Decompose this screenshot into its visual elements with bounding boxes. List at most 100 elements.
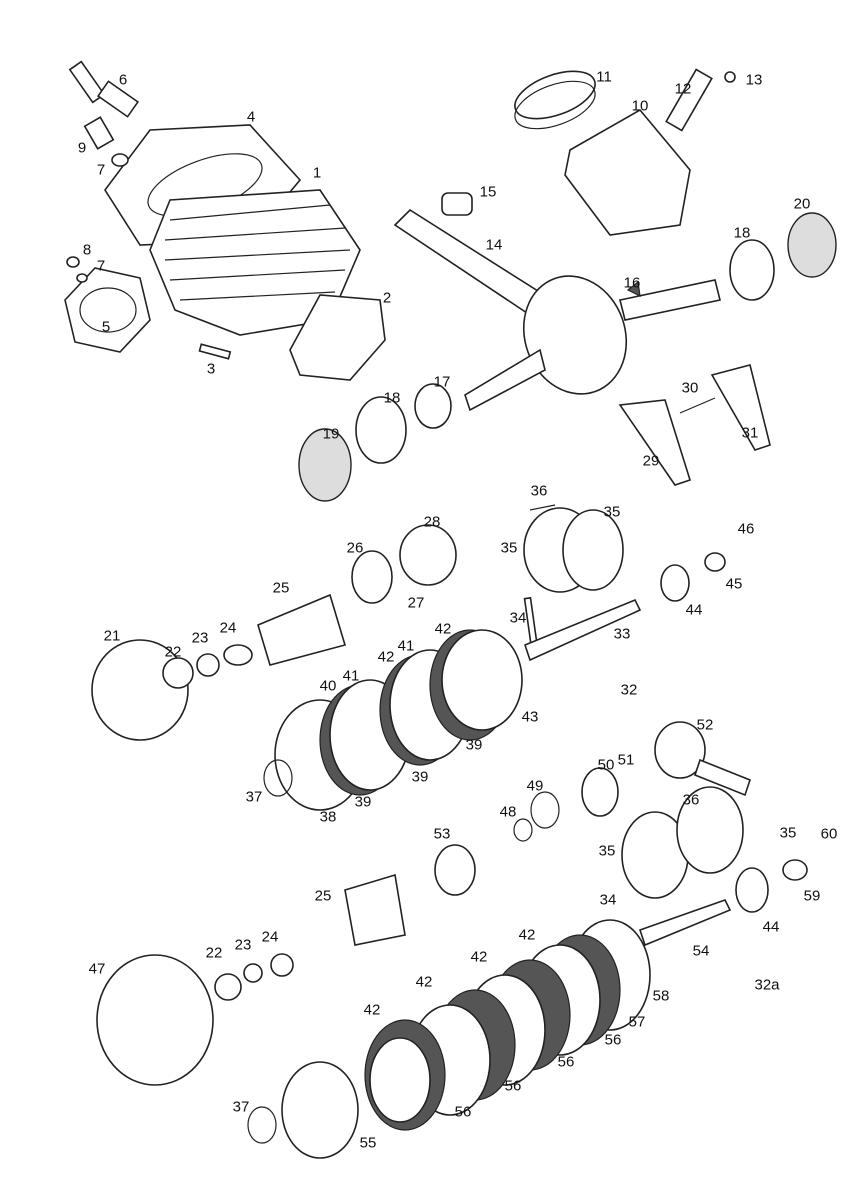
part-label: 56 [454, 1103, 472, 1121]
piston-pin [665, 68, 713, 132]
part-label: 1 [312, 164, 322, 182]
part-label: 37 [245, 788, 263, 806]
part-label: 42 [518, 926, 536, 944]
part-label: 43 [521, 708, 539, 726]
part-label: 36 [530, 482, 548, 500]
part-label: 58 [652, 987, 670, 1005]
part-label: 12 [674, 80, 692, 98]
part-label: 7 [96, 161, 106, 179]
part-label: 14 [485, 236, 503, 254]
part-label: 28 [423, 513, 441, 531]
bearing [729, 239, 775, 301]
part-label: 57 [628, 1013, 646, 1031]
part-label: 18 [383, 389, 401, 407]
part-label: 45 [725, 575, 743, 593]
part-label: 25 [314, 887, 332, 905]
part-label: 24 [219, 619, 237, 637]
part-label: 39 [354, 793, 372, 811]
part-label: 44 [685, 601, 703, 619]
part-label: 18 [733, 224, 751, 242]
part-label: 22 [205, 944, 223, 962]
part-label: 7 [96, 257, 106, 275]
part-label: 23 [191, 629, 209, 647]
primary-gear [344, 873, 406, 946]
washer [111, 153, 129, 167]
part-label: 37 [232, 1098, 250, 1116]
circlip [724, 71, 736, 83]
part-label: 30 [681, 379, 699, 397]
bearing [355, 396, 407, 464]
part-label: 33 [613, 625, 631, 643]
part-label: 44 [762, 918, 780, 936]
part-label: 42 [415, 973, 433, 991]
part-label: 23 [234, 936, 252, 954]
part-label: 4 [246, 108, 256, 126]
clutch-hub [281, 1061, 359, 1159]
part-label: 36 [682, 791, 700, 809]
part-label: 48 [499, 803, 517, 821]
stud [198, 343, 232, 360]
part-label: 40 [319, 677, 337, 695]
part-label: 42 [470, 948, 488, 966]
part-label: 41 [342, 667, 360, 685]
selector-lever [618, 399, 691, 486]
part-label: 53 [433, 825, 451, 843]
part-label: 10 [631, 97, 649, 115]
shim-washer [414, 383, 452, 429]
part-label: 25 [272, 579, 290, 597]
part-label: 34 [599, 891, 617, 909]
needle-bearing [441, 192, 473, 216]
part-label: 56 [557, 1053, 575, 1071]
part-label: 39 [465, 736, 483, 754]
part-label: 27 [407, 594, 425, 612]
part-label: 55 [359, 1134, 377, 1152]
part-label: 32a [754, 976, 780, 994]
clutch-housing [91, 639, 189, 741]
part-label: 52 [696, 716, 714, 734]
selector-lever [710, 364, 771, 451]
part-label: 9 [77, 139, 87, 157]
piston [564, 108, 691, 236]
part-label: 15 [479, 183, 497, 201]
part-label: 46 [737, 520, 755, 538]
pushrod [524, 598, 642, 662]
part-label: 5 [101, 318, 111, 336]
part-label: 8 [82, 241, 92, 259]
part-label: 51 [617, 751, 635, 769]
cylinder [149, 189, 361, 336]
part-label: 60 [820, 825, 838, 843]
primary-gear [257, 593, 347, 666]
part-label: 47 [88, 960, 106, 978]
clutch-housing [96, 954, 214, 1086]
part-label: 50 [597, 756, 615, 774]
part-label: 29 [642, 452, 660, 470]
part-label: 35 [779, 824, 797, 842]
part-label: 19 [322, 425, 340, 443]
oil-seal [787, 212, 837, 278]
part-label: 26 [346, 539, 364, 557]
part-label: 32 [620, 681, 638, 699]
part-label: 20 [793, 195, 811, 213]
part-label: 41 [397, 637, 415, 655]
part-label: 56 [604, 1031, 622, 1049]
head-gasket [64, 267, 151, 353]
crankshaft [522, 275, 628, 395]
part-label: 38 [319, 808, 337, 826]
part-label: 49 [526, 777, 544, 795]
piston-rings [514, 70, 596, 120]
part-label: 13 [745, 71, 763, 89]
part-label: 6 [118, 71, 128, 89]
part-label: 22 [164, 643, 182, 661]
part-label: 56 [504, 1077, 522, 1095]
part-label: 24 [261, 928, 279, 946]
part-label: 35 [500, 539, 518, 557]
part-label: 31 [741, 424, 759, 442]
part-label: 34 [509, 609, 527, 627]
spring [679, 397, 716, 414]
part-label: 11 [596, 68, 612, 86]
woodruff-key [626, 280, 641, 298]
part-label: 21 [103, 627, 121, 645]
part-label: 59 [803, 887, 821, 905]
part-label: 17 [433, 373, 451, 391]
